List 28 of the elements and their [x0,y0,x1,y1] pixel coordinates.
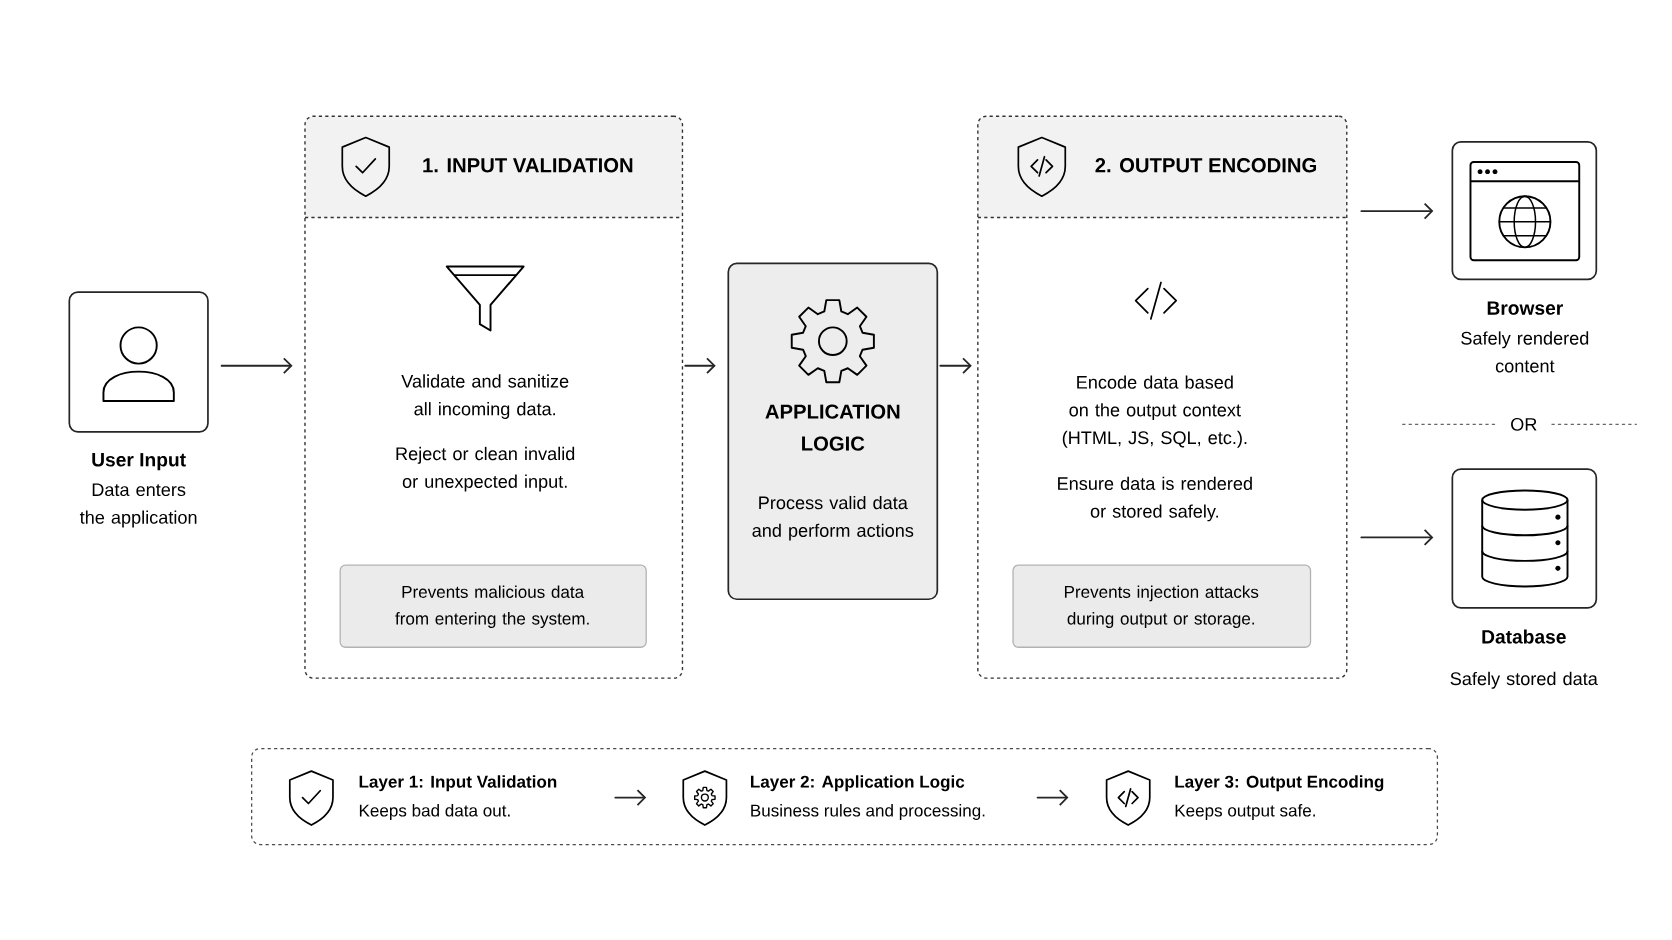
separator-label: OR [1511,417,1537,431]
panel-title: 2. OUTPUT ENCODING [1095,157,1316,173]
card-description: Safely stored data [1450,671,1598,689]
arrow [1360,202,1434,220]
card-description: Data enters the application [79,483,197,528]
card-description: Safely rendered content [1461,331,1589,373]
arrow [684,357,716,374]
card-title: Database [1482,629,1566,644]
arrow [220,357,293,374]
dashed-frame [251,747,1439,845]
arrow [614,789,647,806]
layer-text: Layer 3: Output Encoding Keeps output safe. [1175,775,1384,820]
panel-text: Encode data based on the output context (HTML, JS, SQL, etc.). [1062,375,1247,448]
card-title: User Input [92,452,186,471]
note-box: Prevents malicious data from entering the system. [339,564,647,648]
process-text: Process valid data and perform actions [752,495,914,541]
panel-text: Ensure data is rendered or stored safely. [1058,476,1252,522]
process-title: APPLICATION LOGIC [765,404,900,451]
note-box: Prevents injection attacks during output or storage. [1012,564,1312,648]
panel-title: 1. INPUT VALIDATION [423,157,633,173]
panel-text: Validate and sanitize all incoming data. [401,374,569,419]
layer-text: Layer 2: Application Logic Business rules and processing. [751,775,985,820]
panel-text: Reject or clean invalid or unexpected input. [396,446,575,492]
arrow [1360,528,1434,546]
layer-text: Layer 1: Input Validation Keeps bad data out. [359,775,557,820]
arrow [1036,789,1069,806]
arrow [939,357,972,374]
card-title: Browser [1487,301,1563,315]
